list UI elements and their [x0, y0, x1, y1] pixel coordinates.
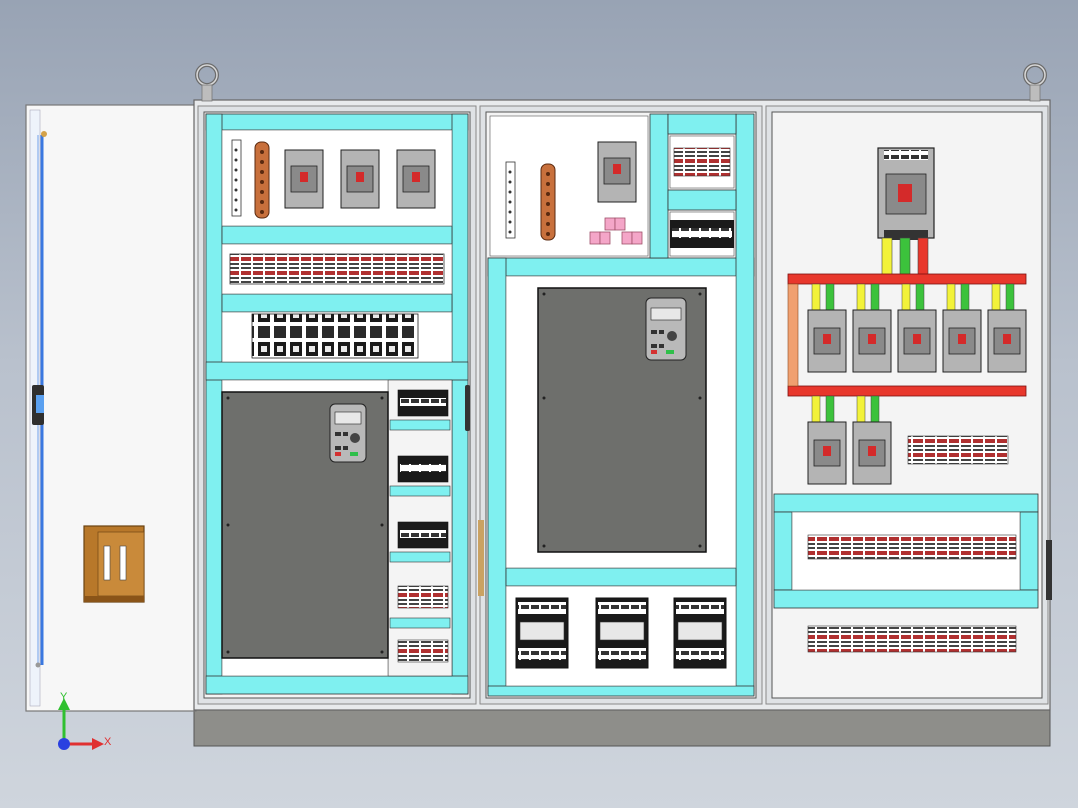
section-left	[197, 105, 477, 705]
lifting-eye-right-icon	[1023, 63, 1047, 102]
section-middle	[478, 105, 763, 705]
door-handle[interactable]	[83, 525, 145, 603]
section-right	[765, 105, 1052, 705]
main-breaker	[877, 147, 935, 240]
busbar-bottom	[787, 385, 1027, 397]
base-plinth	[193, 707, 1051, 747]
branch-breakers-row-2	[807, 395, 1009, 485]
contactors	[515, 597, 727, 669]
axis-x-label: X	[104, 736, 112, 748]
axis-y-label: Y	[60, 691, 68, 703]
branch-breakers-row-1	[807, 283, 1027, 373]
main-wiring	[881, 237, 929, 277]
vfd-keypad-icon-2	[645, 297, 687, 361]
vfd-keypad-icon	[329, 403, 367, 463]
busbar-top	[787, 273, 1027, 285]
pink-terminals	[589, 217, 643, 245]
axis-triad-icon: Y X	[58, 691, 112, 750]
breaker-group-top-left	[284, 149, 436, 209]
lifting-eye-left-icon	[195, 63, 219, 102]
open-door[interactable]	[25, 104, 197, 712]
